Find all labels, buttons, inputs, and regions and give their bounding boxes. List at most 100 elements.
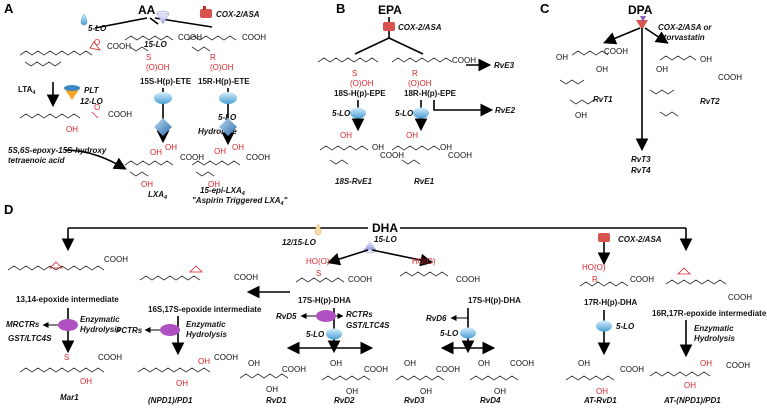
- structure-rvd4-chain: [469, 375, 519, 381]
- label-18r-hpepe: 18R-H(p)-EPE: [404, 89, 457, 98]
- chem-s-18s: S: [352, 69, 357, 78]
- cox2-enzyme-icon: [383, 22, 395, 31]
- chem-ooh-18r: (O)OH: [408, 79, 432, 88]
- structure-15r-chain-2: [191, 46, 211, 52]
- label-rvd1: RvD1: [266, 396, 287, 405]
- 5-lo-ellipse-icon: [460, 327, 476, 339]
- label-aspirin-lxa4: "Aspirin Triggered LXA4": [192, 196, 288, 207]
- chem-oh-rvd2-1: OH: [330, 359, 342, 368]
- structure-atnpd1-chain: [649, 371, 711, 377]
- 5-lo-ellipse-icon: [596, 320, 612, 332]
- label-rvt3: RvT3: [631, 155, 651, 164]
- enzyme-5lo-a: 5-LO: [88, 24, 107, 33]
- chem-r-17r: R: [592, 275, 598, 284]
- chem-cooh-17r: COOH: [630, 275, 654, 284]
- label-1314-epoxide: 13,14-epoxide intermediate: [16, 295, 119, 304]
- chem-oh-atnpd1-2: OH: [700, 359, 712, 368]
- enzyme-12lo: 12-LO: [80, 97, 103, 106]
- structure-18s-rve1-chain: [319, 145, 369, 151]
- label-15r-hpete: 15R-H(p)-ETE: [198, 77, 250, 86]
- chem-cooh-aa: COOH: [107, 42, 131, 51]
- chem-cooh-18r: COOH: [452, 56, 476, 65]
- structure-1314-epoxide: [49, 261, 63, 269]
- structure-aa-chain: [19, 50, 93, 56]
- enzyme-dpa-2: Atorvastatin: [657, 33, 705, 42]
- enzyme-cox-a: COX-2/ASA: [216, 10, 260, 19]
- chem-cooh-16r: COOH: [728, 293, 752, 302]
- chem-oh-rvt1-3: OH: [575, 111, 587, 120]
- enzyme-hydro-1b: Hydrolysis: [80, 325, 121, 334]
- 5-lo-ellipse-icon: [350, 107, 366, 119]
- enzyme-5lo-b1: 5-LO: [332, 109, 351, 118]
- structure-1314-chain: [7, 265, 105, 271]
- label-lta4: LTA4: [18, 85, 36, 96]
- enzyme-cox-b: COX-2/ASA: [398, 23, 442, 32]
- structure-rvt2-chain-3: [659, 111, 679, 117]
- label-15s-hpete: 15S-H(p)-ETE: [140, 77, 192, 86]
- plt-cone-icon: [64, 85, 80, 100]
- enzyme-15lo-d: 15-LO: [374, 235, 397, 244]
- chem-s-15s: S: [146, 53, 151, 62]
- enzyme-gst-2: GST/LTC4S: [346, 321, 390, 330]
- chem-oh-atrvd1-2: OH: [596, 387, 608, 396]
- chem-oh-18s-rve1-1: OH: [340, 131, 352, 140]
- chem-oh-epi-3: OH: [208, 180, 220, 189]
- hydrolase-diamond-icon: [219, 118, 237, 136]
- label-rvd6: RvD6: [426, 314, 447, 323]
- label-lxa4: LXA4: [148, 190, 167, 201]
- structure-rve1-chain: [391, 145, 441, 151]
- enzyme-5lo-b2: 5-LO: [395, 109, 414, 118]
- arrow-aa-15lo: [149, 17, 159, 25]
- arrow-epa-18s: [354, 37, 390, 55]
- enzyme-1215lo: 12/15-LO: [282, 238, 317, 247]
- structure-16r-chain: [665, 279, 727, 285]
- enzyme-5lo-d1: 5-LO: [306, 330, 325, 339]
- structure-mar1-chain: [19, 367, 105, 373]
- 5-lo-ellipse-icon: [219, 92, 237, 104]
- structure-npd1-chain: [137, 367, 211, 373]
- chem-oh-rvt1-2: OH: [596, 65, 608, 74]
- chem-oh-lxa4-3: OH: [141, 180, 153, 189]
- panel-label-b: B: [336, 1, 345, 16]
- enzyme-hydro-3b: Hydrolysis: [694, 334, 735, 343]
- chem-oh-mar1: OH: [80, 377, 92, 386]
- structure-15r-chain: [187, 35, 237, 41]
- label-npd1: (NPD1)/PD1: [148, 396, 193, 405]
- label-17r-hpdha: 17R-H(p)-DHA: [584, 298, 638, 307]
- structure-epi-lxa4-chain-2: [195, 171, 215, 177]
- label-rve3: RvE3: [494, 61, 515, 70]
- cox2-enzyme-icon: [598, 233, 610, 242]
- chem-oh-rvd1-2: OH: [266, 385, 278, 394]
- label-epoxy-1: 5S,6S-epoxy-15S-hydroxy: [8, 146, 107, 155]
- structure-rvt1-chain-3: [569, 99, 595, 105]
- label-at-npd1: AT-(NPD1)/PD1: [663, 396, 721, 405]
- structure-lxa4-chain-2: [129, 171, 149, 177]
- chem-hoo-17s-b: HO(O): [412, 257, 436, 266]
- chem-o-epoxy: O: [94, 103, 100, 112]
- chem-hoo-17s-a: HO(O): [306, 257, 330, 266]
- structure-lxa4-chain: [124, 160, 174, 166]
- chem-s-17s-a: S: [316, 269, 321, 278]
- panel-label-c: C: [540, 1, 550, 16]
- enzyme-5lo-d2: 5-LO: [440, 329, 459, 338]
- chem-cooh-npd1: COOH: [214, 353, 238, 362]
- structure-16r-epoxide: [677, 267, 691, 275]
- label-rve2: RvE2: [495, 106, 516, 115]
- label-rvd3: RvD3: [404, 396, 425, 405]
- chem-cooh-rve1: COOH: [448, 151, 472, 160]
- chem-oh-epi-2: OH: [232, 143, 244, 152]
- epoxide-ring: [89, 41, 101, 51]
- chem-cooh-rvd2: COOH: [364, 365, 388, 374]
- chem-cooh-rvd3: COOH: [436, 365, 460, 374]
- enzyme-hydro-2b: Hydrolysis: [186, 330, 227, 339]
- 12-15-lo-drop-icon: [314, 223, 322, 236]
- arrow-epoxy-lxa4: [64, 149, 127, 170]
- gst-oval-icon: [58, 319, 78, 331]
- structure-18r-chain: [391, 57, 453, 63]
- structure-15s-chain: [124, 35, 174, 41]
- arrow-dpa-rvt2: [644, 27, 669, 44]
- label-rvt2: RvT2: [700, 97, 720, 106]
- gst-oval-icon: [316, 310, 336, 322]
- enzyme-5lo-d3: 5-LO: [616, 322, 635, 331]
- label-18s-rve1: 18S-RvE1: [335, 177, 372, 186]
